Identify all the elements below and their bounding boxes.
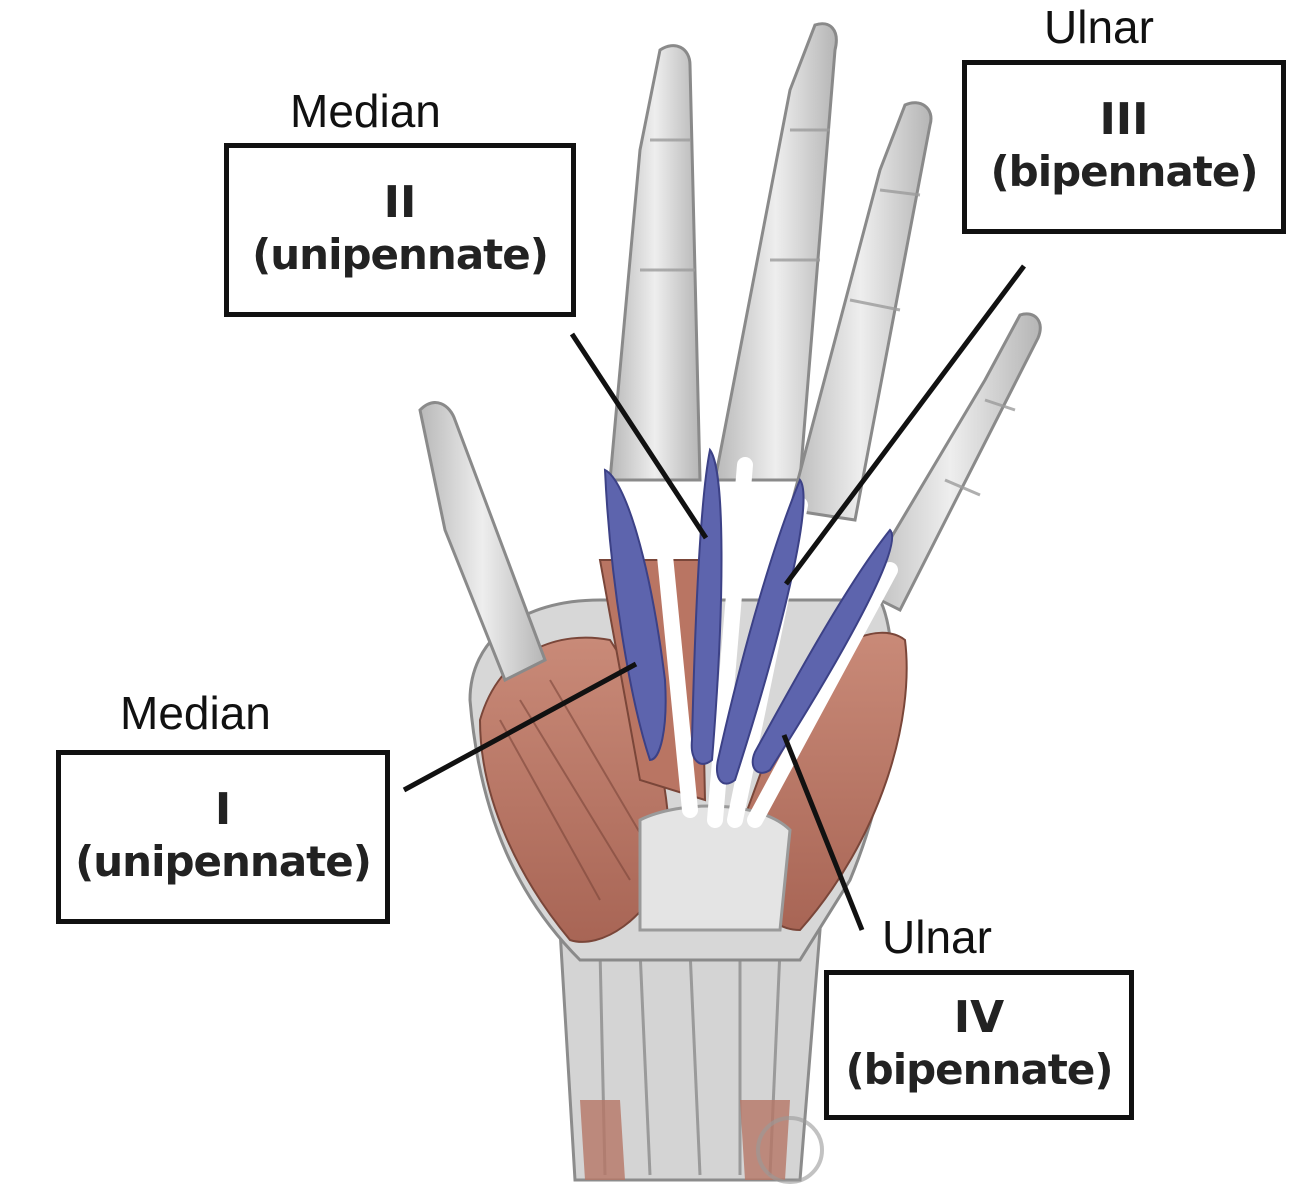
- nerve-label-muscle-4: Ulnar: [882, 911, 992, 963]
- muscle-4-type: (bipennate): [845, 1045, 1113, 1095]
- leader-line-IV: [781, 734, 865, 931]
- label-box-muscle-3: III (bipennate): [962, 60, 1286, 234]
- muscle-1-numeral: I: [214, 784, 232, 836]
- muscle-2-numeral: II: [383, 177, 417, 229]
- muscle-2-type: (unipennate): [252, 230, 549, 280]
- joint-marks: [640, 128, 1016, 497]
- interosseous-II: [690, 447, 723, 765]
- muscle-4-numeral: IV: [953, 992, 1005, 1044]
- ring-finger: [788, 101, 933, 522]
- interosseous-III: [716, 477, 805, 785]
- muscle-3-numeral: III: [1099, 94, 1149, 146]
- interosseous-I: [603, 468, 667, 762]
- leader-line-II: [569, 332, 709, 540]
- muscle-3-type: (bipennate): [990, 147, 1258, 197]
- label-box-muscle-4: IV (bipennate): [824, 970, 1134, 1120]
- nerve-label-muscle-3: Ulnar: [1044, 1, 1154, 53]
- watermark-circle: [756, 1116, 824, 1184]
- thumb: [418, 401, 547, 683]
- index-finger: [608, 44, 702, 482]
- leader-lines: [402, 264, 1027, 931]
- thenar-fibres: [499, 679, 651, 901]
- muscle-1-type: (unipennate): [75, 837, 372, 887]
- label-box-muscle-2: II (unipennate): [224, 143, 576, 317]
- interosseous-IV: [751, 528, 894, 774]
- leader-line-I: [402, 661, 638, 793]
- nerve-label-muscle-2: Median: [290, 85, 441, 137]
- nerve-label-muscle-1: Median: [120, 687, 271, 739]
- leader-line-III: [783, 264, 1027, 586]
- forearm-tendons: [598, 949, 782, 1176]
- label-box-muscle-1: I (unipennate): [56, 750, 390, 924]
